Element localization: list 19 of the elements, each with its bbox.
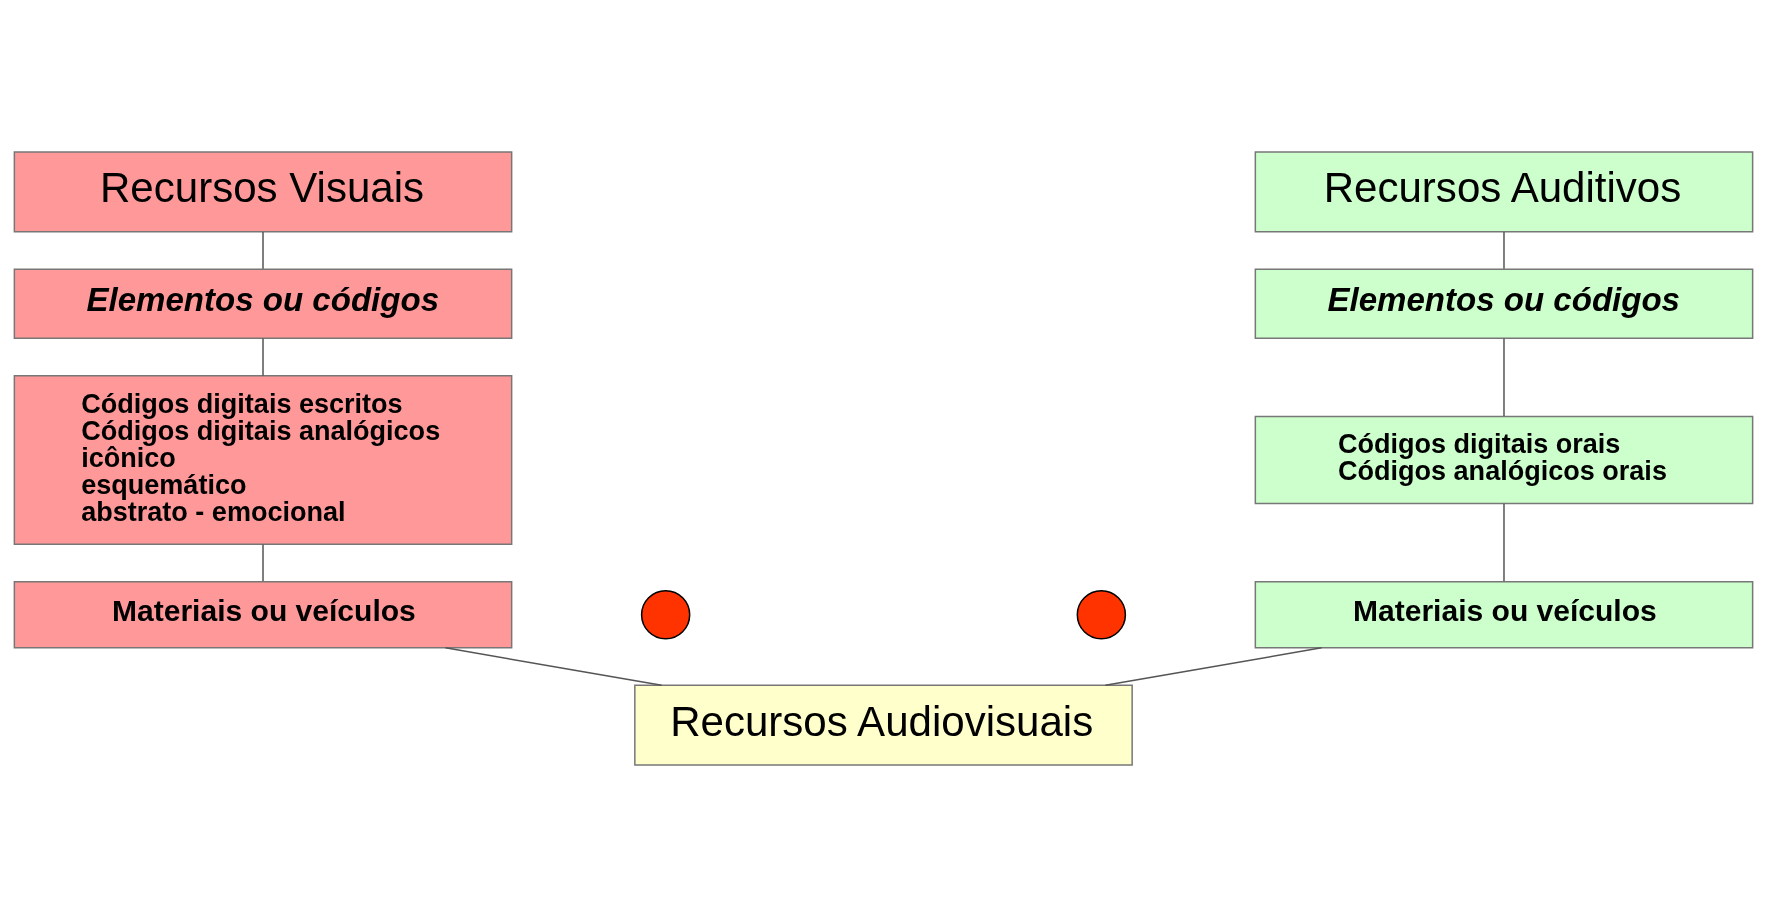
node-box: Elementos ou códigos	[1254, 267, 1754, 339]
node-box: Materiais ou veículos	[13, 580, 513, 649]
node-box: Recursos Auditivos	[1254, 150, 1754, 232]
connector	[444, 646, 663, 686]
connector	[1503, 502, 1505, 582]
connector	[1104, 646, 1323, 686]
connector	[1503, 337, 1505, 417]
connector	[262, 543, 264, 582]
node-box: Materiais ou veículos	[1254, 580, 1754, 649]
connector	[262, 230, 264, 269]
node-circle	[640, 589, 691, 640]
node-box: Recursos Visuais	[13, 150, 513, 232]
node-box: Códigos digitais orais Códigos analógicos orais	[1254, 415, 1754, 504]
node-circle	[1076, 589, 1127, 640]
connector	[1503, 230, 1505, 269]
connector	[262, 337, 264, 376]
node-box: Elementos ou códigos	[13, 267, 513, 339]
node-box: Códigos digitais escritos Códigos digitais analógicos icônico esquemático abstrato - emocional	[13, 374, 513, 545]
node-box: Recursos Audiovisuais	[634, 684, 1133, 766]
